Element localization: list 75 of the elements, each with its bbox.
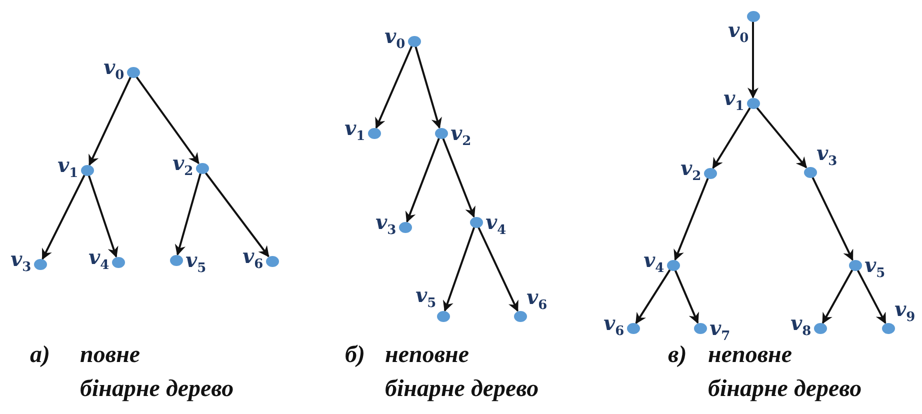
vertex-label: v$_{6}$ — [526, 287, 548, 312]
vertex-dot — [882, 322, 894, 334]
vertex-label: v$_{4}$ — [644, 250, 664, 274]
vertex-label: v$_{2}$ — [172, 152, 194, 178]
vertex-label: v$_{1}$ — [724, 88, 744, 112]
arrow — [712, 107, 751, 170]
vertex-label: v$_{1}$ — [58, 154, 78, 180]
arrow — [174, 173, 202, 256]
vertex-label: v$_{0}$ — [728, 20, 749, 45]
vertex-dot — [434, 128, 448, 138]
tree-caption: повне бінарне дерево — [80, 341, 234, 404]
tree-caption: неповне бінарне дерево — [708, 341, 862, 404]
arrow — [822, 269, 854, 324]
vertex-dot — [470, 216, 482, 228]
vertex-label: v$_{4}$ — [88, 246, 110, 272]
arrow — [812, 176, 854, 261]
vertex-label: v$_{0}$ — [384, 26, 406, 50]
vertex-dot — [398, 222, 412, 232]
vertex-label: v$_{2}$ — [450, 122, 472, 148]
vertex-label: v$_{3}$ — [10, 248, 32, 274]
vertex-dot — [126, 66, 140, 78]
arrow — [856, 270, 886, 324]
tree-caption: неповне бінарне дерево — [385, 341, 539, 404]
vertex-label: v$_{2}$ — [680, 158, 702, 182]
vertex-label: v$_{6}$ — [242, 246, 264, 270]
vertex-dot — [34, 258, 46, 270]
vertex-dot — [746, 10, 760, 22]
vertex-label: v$_{4}$ — [486, 212, 506, 236]
vertex-label: v$_{6}$ — [604, 312, 624, 338]
arrow — [756, 106, 808, 168]
arrow — [442, 226, 476, 312]
vertex-dot — [368, 128, 380, 138]
vertex-label: v$_{9}$ — [894, 299, 916, 324]
vertex-label: v$_{8}$ — [790, 312, 812, 338]
vertex-dot — [666, 260, 680, 270]
arrow — [748, 22, 758, 99]
vertex-dot — [814, 322, 826, 334]
vertex-dot — [196, 162, 208, 174]
vertex-dot — [804, 166, 816, 178]
arrow — [477, 226, 519, 312]
vertex-label: v$_{0}$ — [104, 56, 124, 82]
vertex-label: v$_{5}$ — [186, 250, 206, 274]
arrow — [375, 46, 413, 129]
panel-letter: а) — [30, 341, 50, 370]
vertex-label: v$_{7}$ — [710, 318, 730, 342]
vertex-dot — [80, 164, 94, 176]
arrow — [674, 178, 709, 261]
panel-letter: в) — [668, 341, 687, 370]
vertex-label: v$_{5}$ — [416, 285, 436, 310]
vertex-label: v$_{3}$ — [376, 212, 396, 236]
arrow — [136, 76, 200, 164]
panel-letter: б) — [345, 341, 365, 370]
vertex-dot — [694, 322, 706, 334]
vertex-dot — [626, 322, 640, 334]
arrow — [442, 138, 476, 218]
vertex-dot — [746, 98, 760, 108]
vertex-dot — [514, 310, 526, 322]
vertex-dot — [266, 256, 278, 266]
arrow — [204, 172, 270, 258]
vertex-dot — [436, 310, 450, 322]
arrow — [405, 138, 440, 223]
vertex-dot — [848, 260, 862, 270]
arrow — [414, 46, 442, 129]
arrow — [88, 174, 118, 258]
arrow — [674, 270, 699, 324]
arrow — [635, 269, 671, 324]
vertex-label: v$_{5}$ — [864, 254, 886, 280]
vertex-dot — [112, 256, 124, 268]
vertex-dot — [408, 36, 420, 46]
vertex-dot — [170, 254, 182, 266]
vertex-label: v$_{1}$ — [344, 118, 366, 142]
vertex-label: v$_{3}$ — [816, 143, 838, 168]
vertex-dot — [704, 168, 716, 178]
arrow — [42, 174, 86, 260]
arrow — [88, 76, 132, 166]
